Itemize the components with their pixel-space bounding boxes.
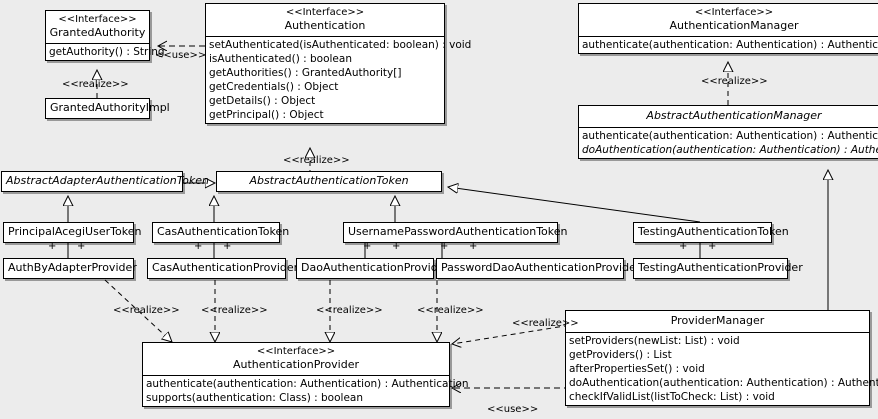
association-plus-marker: + xyxy=(194,241,203,252)
operation-item: afterPropertiesSet() : void xyxy=(569,363,705,375)
operation-item: supports(authentication: Class) : boolea… xyxy=(146,392,363,404)
operation-item: getAuthorities() : GrantedAuthority[] xyxy=(209,67,402,79)
class-cas-authentication-provider[interactable]: CasAuthenticationProvider xyxy=(147,258,299,279)
association-plus-marker: + xyxy=(679,241,688,252)
operations-compartment: setAuthenticated(isAuthenticated: boolea… xyxy=(206,36,472,123)
use-label-authentication-granted-authority: <<use>> xyxy=(155,50,207,61)
association-plus-marker: + xyxy=(363,241,372,252)
stereotype-label: <<Interface>> xyxy=(694,7,774,18)
class-name: PrincipalAcegiUserToken xyxy=(8,225,142,238)
stereotype-label: <<Interface>> xyxy=(58,14,137,25)
class-name: GrantedAuthorityImpl xyxy=(50,101,170,114)
realize-label-cas-provider: <<realize>> xyxy=(201,305,268,316)
realize-label-abstract-authentication-token: <<realize>> xyxy=(283,155,350,166)
operation-item: setProviders(newList: List) : void xyxy=(569,335,740,347)
class-password-dao-authentication-provider[interactable]: PasswordDaoAuthenticationProvider xyxy=(436,258,641,279)
operation-item: getAuthority() : String xyxy=(49,46,165,58)
operations-compartment: authenticate(authentication: Authenticat… xyxy=(579,36,878,53)
class-header: <<Interface>> GrantedAuthority xyxy=(46,11,149,43)
class-header: AbstractAuthenticationManager xyxy=(579,106,878,127)
operations-compartment: getAuthority() : String xyxy=(46,43,165,60)
operation-item: getDetails() : Object xyxy=(209,95,316,107)
operation-item: isAuthenticated() : boolean xyxy=(209,53,352,65)
class-name: Authentication xyxy=(284,19,366,32)
association-plus-marker: + xyxy=(469,241,478,252)
class-name: PasswordDaoAuthenticationProvider xyxy=(441,261,641,274)
realize-label-abstract-authentication-manager: <<realize>> xyxy=(701,76,768,87)
operation-item: getPrincipal() : Object xyxy=(209,109,324,121)
class-authentication-manager[interactable]: <<Interface>> AuthenticationManager auth… xyxy=(578,3,878,54)
operation-item: authenticate(authentication: Authenticat… xyxy=(582,130,878,142)
realize-label-password-dao-provider: <<realize>> xyxy=(417,305,484,316)
class-principal-acegi-user-token[interactable]: PrincipalAcegiUserToken xyxy=(3,222,142,243)
class-auth-by-adapter-provider[interactable]: AuthByAdapterProvider xyxy=(3,258,137,279)
class-name: TestingAuthenticationProvider xyxy=(638,261,803,274)
class-name: AuthByAdapterProvider xyxy=(8,261,137,274)
operations-compartment: authenticate(authentication: Authenticat… xyxy=(579,127,878,158)
class-name: DaoAuthenticationProvider xyxy=(301,261,449,274)
class-name: TestingAuthenticationToken xyxy=(638,225,789,238)
association-plus-marker: + xyxy=(48,241,57,252)
class-name: CasAuthenticationProvider xyxy=(152,261,299,274)
association-plus-marker: + xyxy=(392,241,401,252)
class-name: CasAuthenticationToken xyxy=(157,225,290,238)
class-abstract-authentication-manager[interactable]: AbstractAuthenticationManager authentica… xyxy=(578,105,878,159)
operations-compartment: setProviders(newList: List) : void getPr… xyxy=(566,332,878,405)
class-header: <<Interface>> Authentication xyxy=(206,4,444,36)
realize-label-testing-provider: <<realize>> xyxy=(512,318,579,329)
operation-item: getCredentials() : Object xyxy=(209,81,339,93)
association-plus-marker: + xyxy=(708,241,717,252)
class-testing-authentication-provider[interactable]: TestingAuthenticationProvider xyxy=(633,258,803,279)
stereotype-label: <<Interface>> xyxy=(285,7,365,18)
operation-item: checkIfValidList(listToCheck: List) : vo… xyxy=(569,391,775,403)
class-abstract-adapter-authentication-token[interactable]: AbstractAdapterAuthenticationToken xyxy=(1,171,209,192)
class-name: UsernamePasswordAuthenticationToken xyxy=(348,225,568,238)
class-name: ProviderManager xyxy=(670,314,765,327)
operation-item: doAuthentication(authentication: Authent… xyxy=(582,144,878,156)
class-testing-authentication-token[interactable]: TestingAuthenticationToken xyxy=(633,222,789,243)
realize-label-auth-by-adapter-provider: <<realize>> xyxy=(113,305,180,316)
class-name: AbstractAuthenticationToken xyxy=(249,174,409,187)
stereotype-label: <<Interface>> xyxy=(256,346,336,357)
operation-item: setAuthenticated(isAuthenticated: boolea… xyxy=(209,39,472,51)
class-dao-authentication-provider[interactable]: DaoAuthenticationProvider xyxy=(296,258,449,279)
class-username-password-authentication-token[interactable]: UsernamePasswordAuthenticationToken xyxy=(343,222,568,243)
association-plus-marker: + xyxy=(440,241,449,252)
operation-item: getProviders() : List xyxy=(569,349,672,361)
class-header: <<Interface>> AuthenticationProvider xyxy=(143,343,449,375)
realize-label-granted-authority-impl: <<realize>> xyxy=(62,79,129,90)
use-label-provider-manager: <<use>> xyxy=(487,404,539,415)
operation-item: authenticate(authentication: Authenticat… xyxy=(146,378,469,390)
class-authentication[interactable]: <<Interface>> Authentication setAuthenti… xyxy=(205,3,472,124)
class-header: ProviderManager xyxy=(566,311,869,332)
operation-item: authenticate(authentication: Authenticat… xyxy=(582,39,878,51)
class-granted-authority[interactable]: <<Interface>> GrantedAuthority getAuthor… xyxy=(45,10,165,61)
class-name: AbstractAuthenticationManager xyxy=(646,109,822,122)
class-name: AuthenticationProvider xyxy=(232,358,360,371)
realize-label-dao-provider: <<realize>> xyxy=(316,305,383,316)
class-granted-authority-impl[interactable]: GrantedAuthorityImpl xyxy=(45,98,170,119)
class-name: AbstractAdapterAuthenticationToken xyxy=(6,174,209,187)
operations-compartment: authenticate(authentication: Authenticat… xyxy=(143,375,469,406)
class-header: <<Interface>> AuthenticationManager xyxy=(579,4,878,36)
class-name: AuthenticationManager xyxy=(669,19,799,32)
class-provider-manager[interactable]: ProviderManager setProviders(newList: Li… xyxy=(565,310,878,406)
class-abstract-authentication-token[interactable]: AbstractAuthenticationToken xyxy=(216,171,442,192)
class-cas-authentication-token[interactable]: CasAuthenticationToken xyxy=(152,222,290,243)
class-authentication-provider[interactable]: <<Interface>> AuthenticationProvider aut… xyxy=(142,342,469,407)
operation-item: doAuthentication(authentication: Authent… xyxy=(569,377,878,389)
association-plus-marker: + xyxy=(77,241,86,252)
association-plus-marker: + xyxy=(223,241,232,252)
class-name: GrantedAuthority xyxy=(49,26,146,39)
